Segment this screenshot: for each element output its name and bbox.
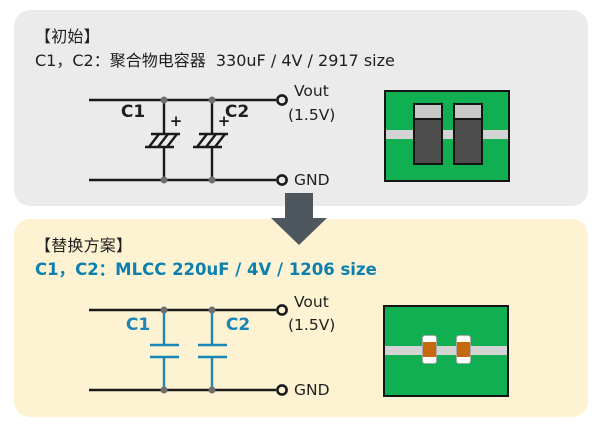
mlcc-terminal: [457, 357, 470, 363]
initial-vout-voltage: (1.5V): [288, 106, 336, 124]
pcb-trace: [386, 130, 508, 139]
mlcc-terminal: [457, 336, 470, 342]
plus-polarity-mark-c1: +: [169, 112, 183, 130]
mlcc-body: [423, 342, 436, 357]
pcb-mlcc-top-view: [383, 305, 509, 397]
pcb-polymer-top-view: [384, 90, 510, 182]
mlcc-body: [457, 342, 470, 357]
pcb-trace: [385, 346, 507, 355]
mlcc-capacitor-chip-c1: [422, 335, 437, 364]
replacement-vout-voltage: (1.5V): [288, 316, 336, 334]
replacement-panel-title: 【替换方案】: [35, 236, 133, 255]
replacement-vout-label: Vout: [294, 293, 329, 311]
mlcc-terminal: [423, 357, 436, 363]
polymer-chip-terminal: [415, 105, 441, 120]
initial-vout-label: Vout: [294, 82, 329, 100]
mlcc-terminal: [423, 336, 436, 342]
plus-polarity-mark-c2: +: [217, 112, 231, 130]
replacement-gnd-label: GND: [294, 381, 330, 399]
polymer-chip-body: [455, 120, 481, 163]
replacement-c1-label: C1: [125, 315, 151, 335]
replacement-panel-spec: C1，C2：MLCC 220uF / 4V / 1206 size: [35, 260, 377, 279]
replacement-c2-label: C2: [225, 315, 251, 335]
initial-c1-label: C1: [120, 102, 146, 122]
polymer-capacitor-chip-c2: [453, 103, 483, 165]
initial-gnd-label: GND: [294, 171, 330, 189]
polymer-capacitor-chip-c1: [413, 103, 443, 165]
polymer-chip-body: [415, 120, 441, 163]
mlcc-capacitor-chip-c2: [456, 335, 471, 364]
initial-panel-title: 【初始】: [35, 27, 100, 46]
initial-c2-label: C2: [224, 102, 250, 122]
polymer-chip-terminal: [455, 105, 481, 120]
initial-panel-spec: C1，C2：聚合物电容器 330uF / 4V / 2917 size: [35, 51, 395, 70]
